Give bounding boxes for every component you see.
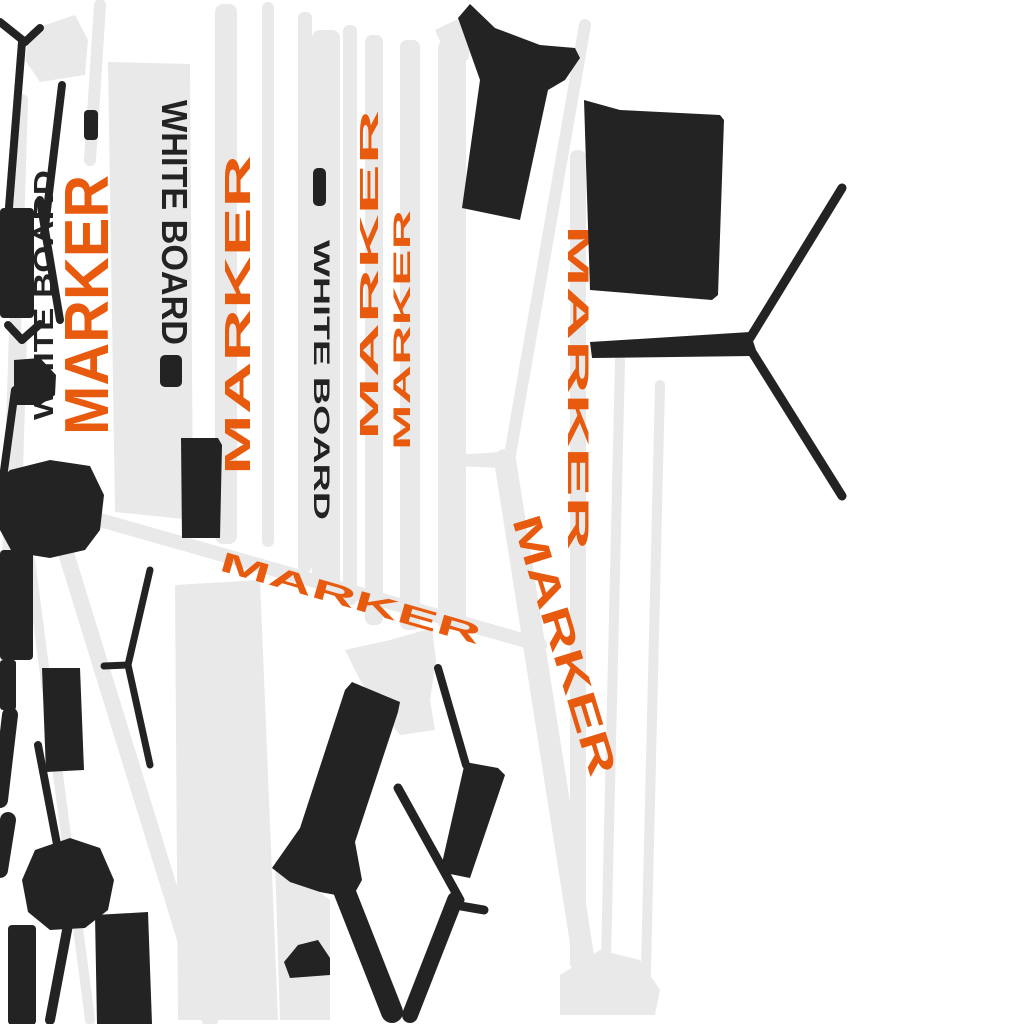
marker-tip-topleft-2 xyxy=(21,24,44,46)
marker-cap-left-3 xyxy=(0,660,16,710)
marker-body-right-1 xyxy=(570,150,586,970)
marker-body-topleft xyxy=(25,15,88,82)
marker-logo-icon-3 xyxy=(84,110,98,140)
marker-cap-bottom-octagon xyxy=(22,838,114,930)
marker-cap-top xyxy=(458,4,580,220)
marker-logo-icon xyxy=(160,355,182,387)
marker-cap-mid-left xyxy=(181,438,222,538)
marker-body-tall-1 xyxy=(215,4,237,544)
marker-cap-octagon xyxy=(0,460,104,558)
marker-tip-right-up xyxy=(745,183,847,343)
marker-cap-left-5 xyxy=(0,707,18,808)
marker-tip-right-down xyxy=(747,347,847,501)
marker-tip-center-5 xyxy=(434,664,470,769)
marker-label-a: MARKER xyxy=(53,175,122,435)
marker-body-horizontal xyxy=(455,452,500,468)
marker-body-tall-3 xyxy=(298,12,312,572)
marker-body-bottom-clip xyxy=(560,950,660,1015)
marker-cap-bottom-blob xyxy=(284,940,330,978)
marker-cap-left-1 xyxy=(0,208,34,318)
marker-cap-horizontal-bar xyxy=(590,332,756,358)
marker-tip-left-y1 xyxy=(124,566,154,669)
marker-body-right-2 xyxy=(600,355,625,1005)
marker-tip-left-7 xyxy=(18,320,44,344)
marker-label-e: MARKER xyxy=(561,225,594,551)
marker-tip-left-y2 xyxy=(100,661,132,670)
marker-label-c: MARKER xyxy=(354,109,384,440)
marker-bodies xyxy=(2,0,665,1024)
marker-cap-bottom-2 xyxy=(95,912,152,1024)
marker-body-diagonal-long xyxy=(504,19,591,461)
marker-tip-topleft-4 xyxy=(40,81,66,239)
marker-cap-left-2 xyxy=(0,550,33,660)
marker-body-lower-right xyxy=(275,860,330,1020)
marker-body-tall-5 xyxy=(343,25,357,605)
marker-body-lower-wide xyxy=(175,580,278,1020)
marker-cap-center xyxy=(272,682,400,898)
marker-body-tall-2 xyxy=(262,2,274,547)
marker-cap-bottom-1 xyxy=(8,925,36,1024)
marker-body-tall-8 xyxy=(438,40,466,630)
marker-label-d: MARKER xyxy=(389,210,416,450)
marker-body-cross-bar xyxy=(93,513,547,652)
marker-body-mid-clip xyxy=(345,628,436,735)
marker-cap-right-small xyxy=(440,762,505,878)
marker-cap-left-4 xyxy=(42,668,84,772)
marker-tip-left-diag-2 xyxy=(0,812,16,878)
marker-cap-left-blob xyxy=(14,358,56,405)
marker-tip-center-4 xyxy=(450,900,489,915)
whiteboard-label-a: WHITE BOARD xyxy=(154,100,195,345)
whiteboard-label-c: WHITE BOARD xyxy=(309,240,334,520)
marker-tip-left-diag xyxy=(34,741,64,864)
marker-tip-left-5 xyxy=(36,196,64,324)
marker-tip-bottom-left xyxy=(45,920,73,1024)
marker-body-tall-6 xyxy=(365,35,383,625)
marker-cap-large-right xyxy=(584,100,724,300)
marker-body-left-diag-2 xyxy=(25,555,95,1024)
marker-tip-topleft-3 xyxy=(4,38,26,224)
marker-body-tall-7 xyxy=(400,40,420,630)
marker-tip-center-1 xyxy=(329,869,403,1023)
marker-tip-center-2 xyxy=(393,783,465,905)
marker-body-right-3 xyxy=(640,380,665,1015)
marker-body-whiteboard-a xyxy=(108,62,193,520)
marker-label-b: MARKER xyxy=(217,155,258,475)
marker-logo-icon-2 xyxy=(313,168,326,206)
marker-tip-center-3 xyxy=(402,892,463,1023)
marker-tip-left-y3 xyxy=(124,661,154,769)
marker-caps xyxy=(0,4,847,1024)
